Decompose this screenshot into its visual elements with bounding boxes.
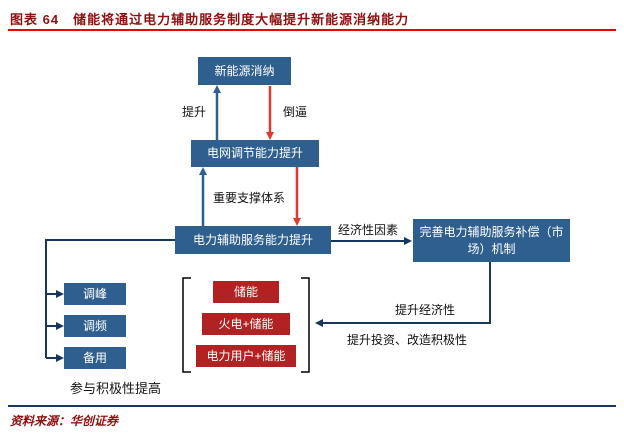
node-thermal-plus-storage: 火电+储能 <box>202 313 290 335</box>
label-improve-investment: 提升投资、改造积极性 <box>347 333 468 347</box>
node-new-energy-consumption: 新能源消纳 <box>198 57 291 85</box>
node-storage: 储能 <box>213 281 279 303</box>
node-backup: 备用 <box>64 347 126 369</box>
node-peak-regulation: 调峰 <box>64 283 126 305</box>
node-user-plus-storage: 电力用户+储能 <box>196 345 296 367</box>
label-improve-economics: 提升经济性 <box>395 303 456 317</box>
label-economic-factor: 经济性因素 <box>338 223 399 237</box>
arrow-compensation-to-storage <box>315 262 491 327</box>
label-participation: 参与积极性提高 <box>70 381 162 396</box>
connector-aux-to-services <box>45 239 175 358</box>
label-support-system: 重要支撑体系 <box>212 191 285 205</box>
label-improve: 提升 <box>182 105 207 119</box>
figure-title: 图表 64 储能将通过电力辅助服务制度大幅提升新能源消纳能力 <box>10 9 409 28</box>
label-force: 倒逼 <box>283 105 308 119</box>
right-bracket <box>301 277 310 373</box>
node-frequency-regulation: 调频 <box>64 315 126 337</box>
node-grid-regulation: 电网调节能力提升 <box>191 140 319 167</box>
figure-number: 图表 64 <box>10 12 60 27</box>
footer-divider <box>8 405 616 407</box>
source-text: 资料来源：华创证券 <box>10 414 119 428</box>
figure-title-text: 储能将通过电力辅助服务制度大幅提升新能源消纳能力 <box>73 12 410 27</box>
node-compensation-mechanism: 完善电力辅助服务补偿（市场）机制 <box>413 219 570 262</box>
left-bracket <box>182 277 191 373</box>
title-underline <box>8 29 616 31</box>
node-aux-service-capacity: 电力辅助服务能力提升 <box>175 226 331 254</box>
